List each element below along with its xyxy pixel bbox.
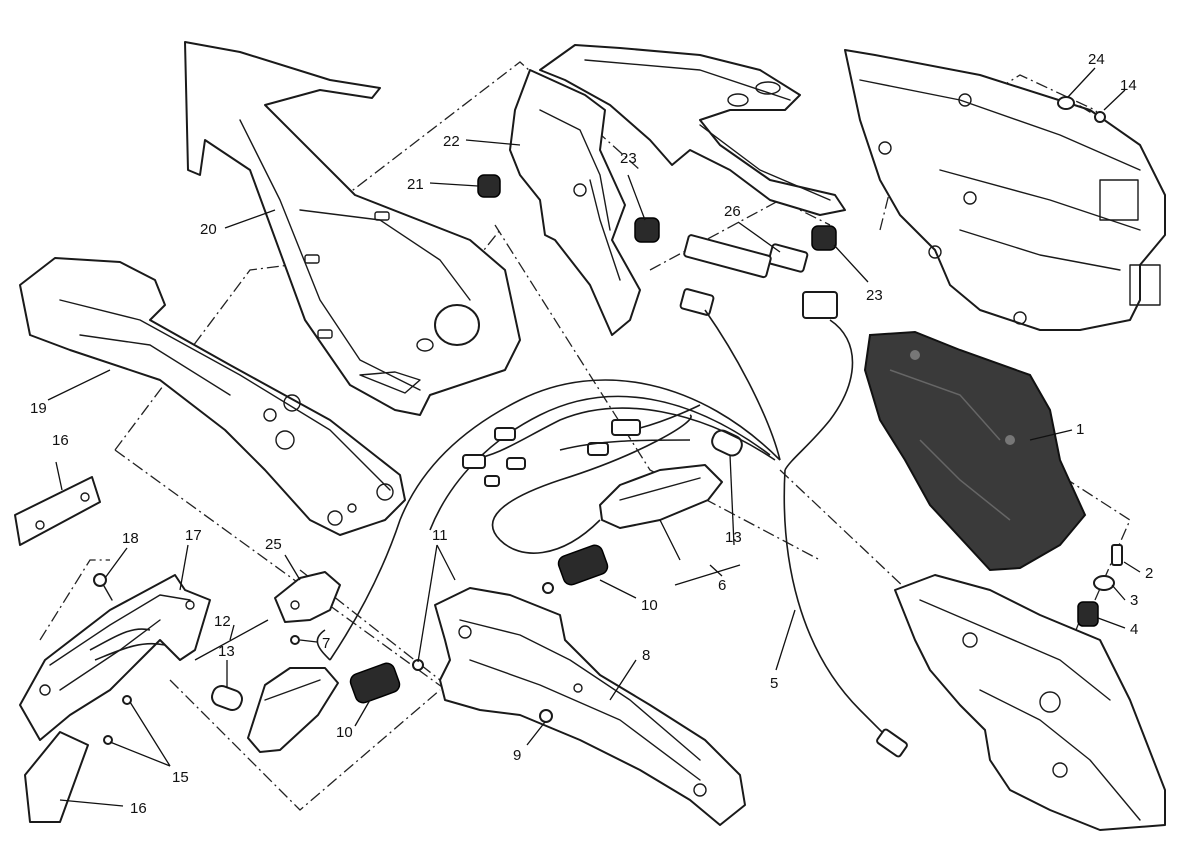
inner-bracket (509, 69, 641, 336)
callout-23-left: 23 (620, 150, 637, 167)
wiring-harness (316, 309, 908, 758)
fender-bracket (434, 587, 746, 826)
callout-1: 1 (1076, 421, 1084, 438)
connector-26 (679, 234, 838, 319)
callout-13-left: 13 (218, 643, 235, 660)
washer-24 (1057, 96, 1075, 110)
callout-labels: 1 2 3 4 5 6 7 8 9 10 10 11 12 13 13 14 1… (30, 51, 1153, 817)
callout-11: 11 (432, 527, 448, 544)
callout-17: 17 (185, 527, 202, 544)
callout-22: 22 (443, 133, 460, 150)
grommet-21 (477, 174, 501, 198)
screw-18 (93, 573, 113, 601)
callout-16-bottom: 16 (130, 800, 147, 817)
callout-23-right: 23 (866, 287, 883, 304)
dark-cover (863, 330, 1087, 572)
callout-12: 12 (214, 613, 231, 630)
screw-9 (539, 709, 553, 723)
rear-frame-right (894, 574, 1166, 831)
callout-7: 7 (322, 635, 330, 652)
turn-signal-right (599, 464, 723, 529)
callout-5: 5 (770, 675, 778, 692)
grommet-23-left (634, 217, 660, 243)
grommet-10-left (349, 662, 401, 704)
grommet-23-right (811, 225, 837, 251)
small-bracket (274, 571, 341, 623)
screw-11-a (542, 582, 554, 594)
callout-18: 18 (122, 530, 139, 547)
wire-piece-6 (674, 564, 741, 586)
reflector-plate-bottom (24, 731, 89, 823)
turn-signal-left (247, 667, 339, 753)
callout-10-right: 10 (641, 597, 658, 614)
tail-fairing-upper (184, 41, 521, 416)
upper-frame (539, 44, 846, 216)
screw-14 (1079, 105, 1106, 123)
bulb-left (211, 685, 243, 711)
callout-8: 8 (642, 647, 650, 664)
callout-9: 9 (513, 747, 521, 764)
callout-15: 15 (172, 769, 189, 786)
callout-14: 14 (1120, 77, 1137, 94)
wire-piece-12 (194, 619, 269, 661)
leader-lines (47, 67, 1141, 807)
callout-2: 2 (1145, 565, 1153, 582)
callout-21: 21 (407, 176, 424, 193)
nut-15-a (122, 695, 132, 705)
callout-13-right: 13 (725, 529, 742, 546)
screw-2 (1111, 544, 1123, 566)
callout-20: 20 (200, 221, 217, 238)
screw-7 (290, 635, 300, 645)
callout-4: 4 (1130, 621, 1138, 638)
license-plate-bracket (19, 574, 211, 741)
grommet-4 (1077, 601, 1099, 627)
callout-10-left: 10 (336, 724, 353, 741)
reflector-plate-top (14, 476, 101, 546)
callout-24: 24 (1088, 51, 1105, 68)
callout-16-top: 16 (52, 432, 69, 449)
callout-3: 3 (1130, 592, 1138, 609)
callout-26: 26 (724, 203, 741, 220)
callout-25: 25 (265, 536, 282, 553)
callout-19: 19 (30, 400, 47, 417)
side-panel-left (19, 257, 406, 536)
grommet-10-right (557, 544, 609, 586)
rear-subframe (844, 49, 1166, 331)
callout-6: 6 (718, 577, 726, 594)
washer-3 (1093, 575, 1115, 591)
